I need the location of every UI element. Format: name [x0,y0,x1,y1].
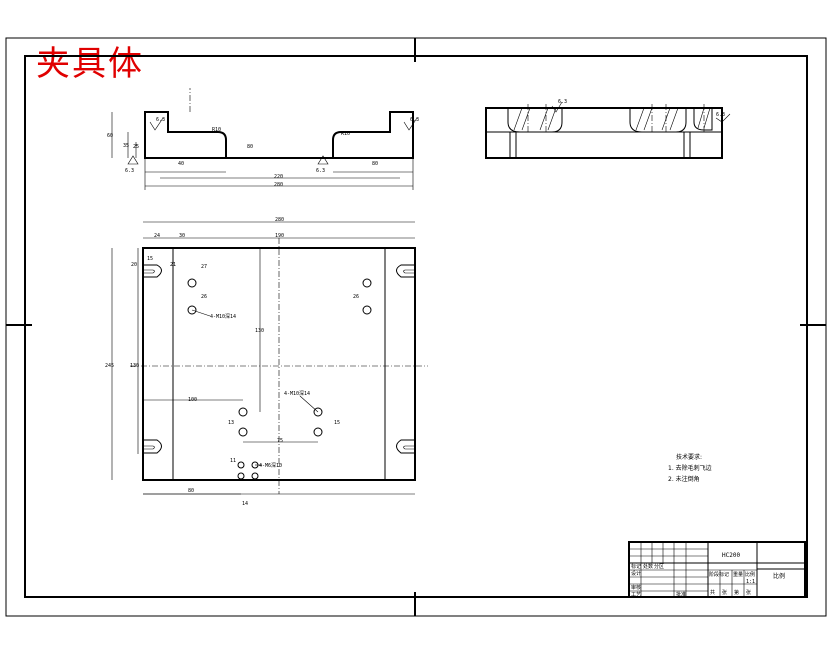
tb-cell-mark: 标记 [631,563,641,570]
tb-cell-sheet: 张 [746,589,751,596]
top-dim-15: 15 [147,256,153,262]
dim-40: 40 [178,161,184,167]
tb-cell-scale-value: 1:1 [746,579,755,585]
side-roughness-2: 6.3 [716,112,725,118]
dim-25: 25 [133,144,139,150]
part-code: HC200 [722,552,740,559]
top-dim-80: 80 [188,488,194,494]
dim-280: 280 [274,182,283,188]
roughness-3: 6.3 [125,168,134,174]
title-block-scale: 比例 [773,572,785,580]
top-dim-21: 21 [170,262,176,268]
tb-cell-stage: 阶段标记 [709,571,729,578]
top-dim-30: 30 [179,233,185,239]
dim-80-mid: 80 [247,144,253,150]
tb-cell-zone: 分区 [654,563,664,570]
tb-cell-sheets: 张 [722,589,727,596]
tb-cell-weight: 重量 [733,571,743,578]
tb-cell-count: 处数 [643,563,653,570]
side-view: 6.3 6.3 [485,99,731,159]
front-view: 60 35 25 40 80 220 280 R10 R10 80 6.3 6.… [107,88,419,190]
tb-cell-review: 审核 [631,584,641,591]
dim-60: 60 [107,133,113,139]
tb-cell-no: 第 [734,589,739,596]
technical-notes: 技术要求: 1. 去除毛刺飞边 2. 未注倒角 [668,452,712,485]
top-dim-75: 75 [277,438,283,444]
top-dim-100: 100 [188,397,197,403]
tb-cell-approve: 批准 [676,591,686,598]
holes-callout-c: 4-M6深10 [259,462,282,469]
top-dim-15b: 15 [334,420,340,426]
radius-r10-left: R10 [212,127,221,133]
dim-80: 80 [372,161,378,167]
roughness-4: 6.3 [316,168,325,174]
top-dim-24: 24 [154,233,160,239]
top-dim-245: 245 [105,363,114,369]
dim-35: 35 [123,143,129,149]
top-view: 280 24 30 190 20 15 21 27 26 26 100 245 … [105,217,428,507]
title-block: HC200 比例 标记 处数 分区 设计 审核 工艺 批准 阶段标记 重量 比例… [628,541,806,598]
top-dim-27: 27 [201,264,207,270]
tb-cell-design: 设计 [631,570,641,577]
radius-r10-right: R10 [341,131,350,137]
note-2: 2. 未注倒角 [668,476,700,483]
holes-callout-b: 4-M10深14 [284,390,310,397]
top-dim-280: 280 [275,217,284,223]
side-roughness-1: 6.3 [558,99,567,105]
drawing-title: 夹具体 [36,44,144,84]
top-dim-13: 13 [228,420,234,426]
roughness-2: 6.3 [410,117,419,123]
top-dim-14: 14 [242,501,248,507]
top-dim-26b: 26 [353,294,359,300]
top-dim-20: 20 [131,262,137,268]
notes-heading: 技术要求: [676,454,703,461]
dim-220: 220 [274,174,283,180]
top-dim-130a: 130 [130,363,139,369]
tb-cell-process: 工艺 [631,592,641,598]
holes-callout-a: 4-M10深14 [210,313,236,320]
top-dim-130b: 130 [255,328,264,334]
top-dim-11: 11 [230,458,236,464]
tb-cell-total: 共 [710,589,715,596]
top-dim-26a: 26 [201,294,207,300]
note-1: 1. 去除毛刺飞边 [668,465,712,472]
top-dim-190: 190 [275,233,284,239]
roughness-1: 6.3 [156,117,165,123]
tb-cell-ratio: 比例 [745,571,755,578]
